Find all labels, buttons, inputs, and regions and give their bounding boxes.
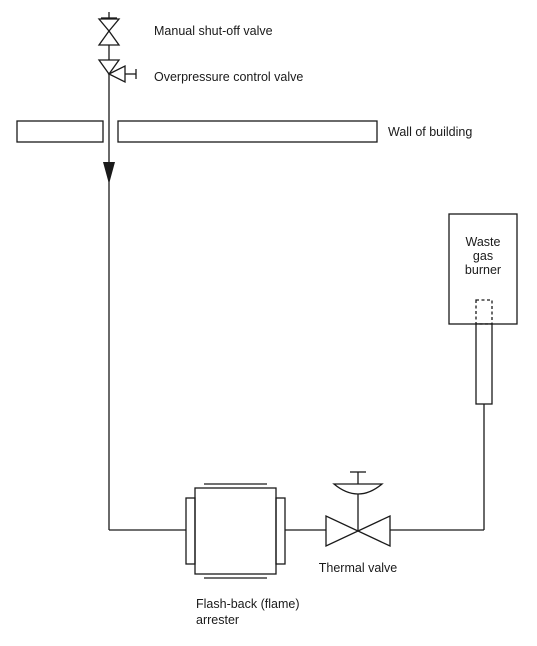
burner-label-line3: burner [465,263,501,277]
building-wall [16,120,378,143]
burner-label-line1: Waste [466,235,501,249]
flow-arrow-icon [103,162,115,184]
thermal-valve-label: Thermal valve [319,561,398,575]
wall-label: Wall of building [388,125,472,139]
wall-segment-right [117,120,378,143]
arrester-label-line2: arrester [196,613,239,627]
main-pipe [108,12,186,531]
wall-segment-left [16,120,104,143]
arrester-label-line1: Flash-back (flame) [196,597,300,611]
overpressure-valve-label: Overpressure control valve [154,70,303,84]
flame-arrester-icon [185,483,286,579]
burner-label-line2: gas [473,249,493,263]
pipe-to-burner [390,404,485,531]
overpressure-control-valve-icon [97,59,137,84]
manual-shutoff-valve-icon [97,17,121,46]
waste-gas-burner-icon [448,213,518,405]
manual-valve-label: Manual shut-off valve [154,24,273,38]
thermal-valve-icon [325,471,391,548]
